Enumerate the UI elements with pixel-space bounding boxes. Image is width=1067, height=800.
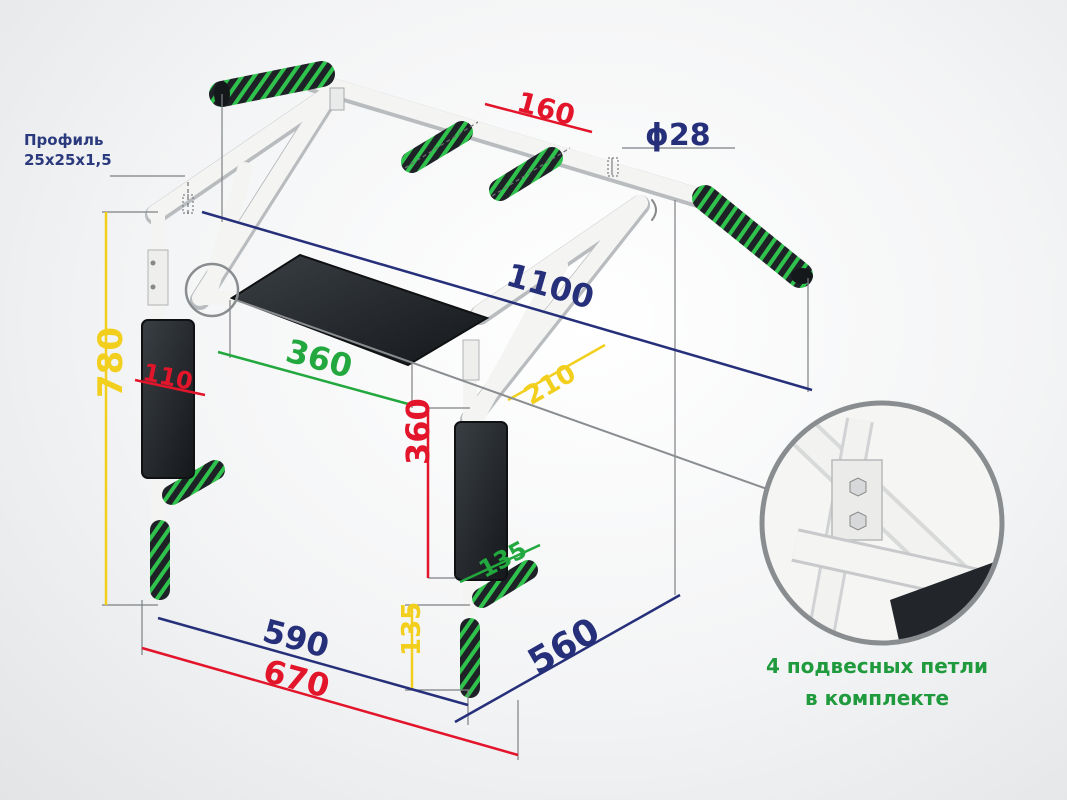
label-135-lower: 135 xyxy=(397,602,427,656)
pads xyxy=(141,253,508,581)
right-back-pad xyxy=(454,421,508,581)
label-210: 210 xyxy=(519,358,581,411)
dim-line-670 xyxy=(141,646,519,757)
loops-caption: 4 подвесных петли в комплекте xyxy=(712,650,1042,714)
grips xyxy=(150,61,813,698)
right-top-grip xyxy=(692,185,813,288)
right-side-grip xyxy=(472,560,538,608)
label-560: 560 xyxy=(521,610,607,683)
label-360-vertical: 360 xyxy=(399,398,437,465)
label-160: 160 xyxy=(514,85,579,132)
dim-line-210 xyxy=(507,343,606,402)
detail-marker-circle xyxy=(184,262,240,318)
dim-line-135-handle xyxy=(459,543,541,584)
dim-line-360-seat xyxy=(217,350,413,407)
dim-line-590 xyxy=(157,616,469,707)
caption-line2: в комплекте xyxy=(804,686,950,710)
left-side-grip xyxy=(162,460,225,505)
dimension-lines xyxy=(102,94,813,760)
zoom-detail xyxy=(759,400,1005,646)
label-780: 780 xyxy=(91,327,131,398)
profile-label-line2: 25х25х1,5 xyxy=(24,151,112,169)
profile-label-line1: Профиль xyxy=(24,131,104,149)
dim-line-110 xyxy=(134,378,206,397)
seat-pad xyxy=(229,253,490,367)
label-diameter: ϕ28 xyxy=(645,118,711,153)
frame xyxy=(145,72,715,617)
dim-line-560 xyxy=(454,593,681,724)
profile-spec-label: Профиль 25х25х1,5 xyxy=(24,130,164,170)
left-top-grip xyxy=(209,61,335,107)
left-back-pad xyxy=(141,319,195,479)
inner-grip-right xyxy=(489,147,563,201)
dim-line-1100 xyxy=(201,210,813,392)
caption-line1: 4 подвесных петли xyxy=(765,654,989,678)
dim-line-160 xyxy=(484,102,593,134)
